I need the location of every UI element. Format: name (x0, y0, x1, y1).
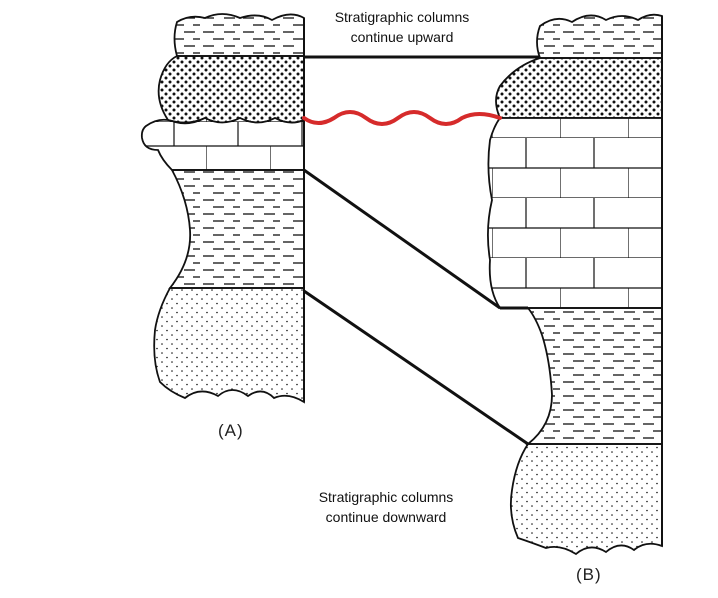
column-b-label: (B) (576, 565, 602, 584)
correlation-line-shale-sandstone-lower (303, 289, 529, 446)
column-b-sandstone-lower (509, 443, 663, 556)
annotation-continue-downward: Stratigraphic columns continue downward (276, 487, 496, 527)
column-a-sandstone-lower (153, 287, 305, 404)
annotation-downward-line2: continue downward (325, 509, 447, 525)
annotation-upward-line1: Stratigraphic columns (334, 9, 470, 25)
column-b-shale-middle (525, 307, 663, 445)
column-b (487, 13, 663, 556)
annotation-continue-upward: Stratigraphic columns continue upward (292, 7, 512, 47)
unconformity-line (302, 110, 502, 126)
correlation-line-limestone-shale (303, 168, 501, 310)
column-a (140, 13, 305, 404)
correlation-lines (302, 55, 540, 446)
column-b-shale-top (536, 13, 663, 59)
annotation-downward-line1: Stratigraphic columns (318, 489, 454, 505)
column-a-label: (A) (218, 421, 244, 440)
annotation-upward-line2: continue upward (350, 29, 454, 45)
column-a-limestone (140, 116, 305, 171)
column-a-shale-middle (168, 169, 305, 289)
column-b-sandstone-upper (495, 57, 663, 119)
column-a-sandstone-upper (157, 55, 305, 124)
column-a-shale-top (173, 13, 305, 57)
column-b-limestone (487, 117, 663, 309)
